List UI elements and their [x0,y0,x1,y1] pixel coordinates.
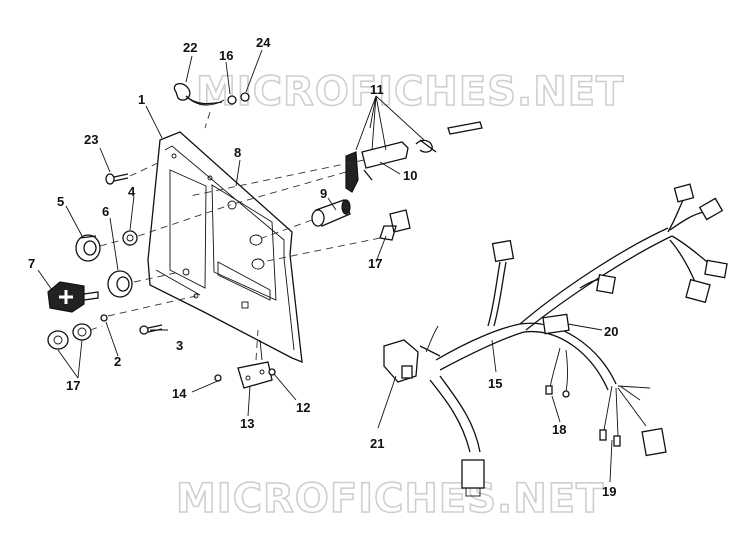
callout-23: 23 [84,132,98,147]
callout-17-left: 17 [66,378,80,393]
connector-mid [595,273,617,295]
bolt-3 [139,324,163,335]
callout-5: 5 [57,194,64,209]
terminal-18 [545,385,553,395]
callout-15: 15 [488,376,502,391]
connector-upper-right-2 [698,197,724,221]
callout-6: 6 [102,204,109,219]
connector-right-2 [685,278,711,304]
callout-1: 1 [138,92,145,107]
switch-assembly-10 [189,121,483,206]
callout-13: 13 [240,416,254,431]
callout-7: 7 [28,256,35,271]
connector-20 [542,313,570,335]
callout-19: 19 [602,484,616,499]
connector-upper-right-1 [673,183,695,203]
callout-16: 16 [219,48,233,63]
washer-4 [122,230,138,246]
nut-5 [75,234,101,262]
connector-bottom [461,459,485,497]
callout-22: 22 [183,40,197,55]
connector-21 [383,339,419,383]
bracket-13 [214,329,276,389]
callout-10: 10 [403,168,417,183]
callouts: 22 16 24 1 11 23 8 10 9 5 4 6 17 7 3 2 1… [28,35,618,499]
nut-6 [107,270,181,298]
callout-18: 18 [552,422,566,437]
toggle-switch-17 [261,209,411,263]
callout-14: 14 [172,386,187,401]
callout-11: 11 [370,82,384,97]
callout-2: 2 [114,354,121,369]
leader-11 [355,95,425,151]
callout-24: 24 [256,35,271,50]
connector-top [491,239,515,263]
callout-9: 9 [320,186,327,201]
dash-panel [147,131,303,364]
screw-23 [105,161,161,185]
key-chain [173,82,250,129]
watermark-bottom: MICROFICHES.NET [176,476,604,522]
screw-2 [100,295,197,322]
callout-8: 8 [234,145,241,160]
square-knob-7 [47,281,99,313]
switch-9 [261,199,351,239]
callout-21: 21 [370,436,384,451]
connector-19 [599,427,667,457]
bezel-17-left [47,323,103,350]
callout-20: 20 [604,324,618,339]
connector-right-1 [704,259,728,279]
callout-3: 3 [176,338,183,353]
wiring-harness [419,197,713,453]
leader-lines [37,49,613,483]
callout-12: 12 [296,400,310,415]
watermark-top: MICROFICHES.NET [196,69,624,115]
callout-17-right: 17 [368,256,382,271]
callout-4: 4 [128,184,136,199]
